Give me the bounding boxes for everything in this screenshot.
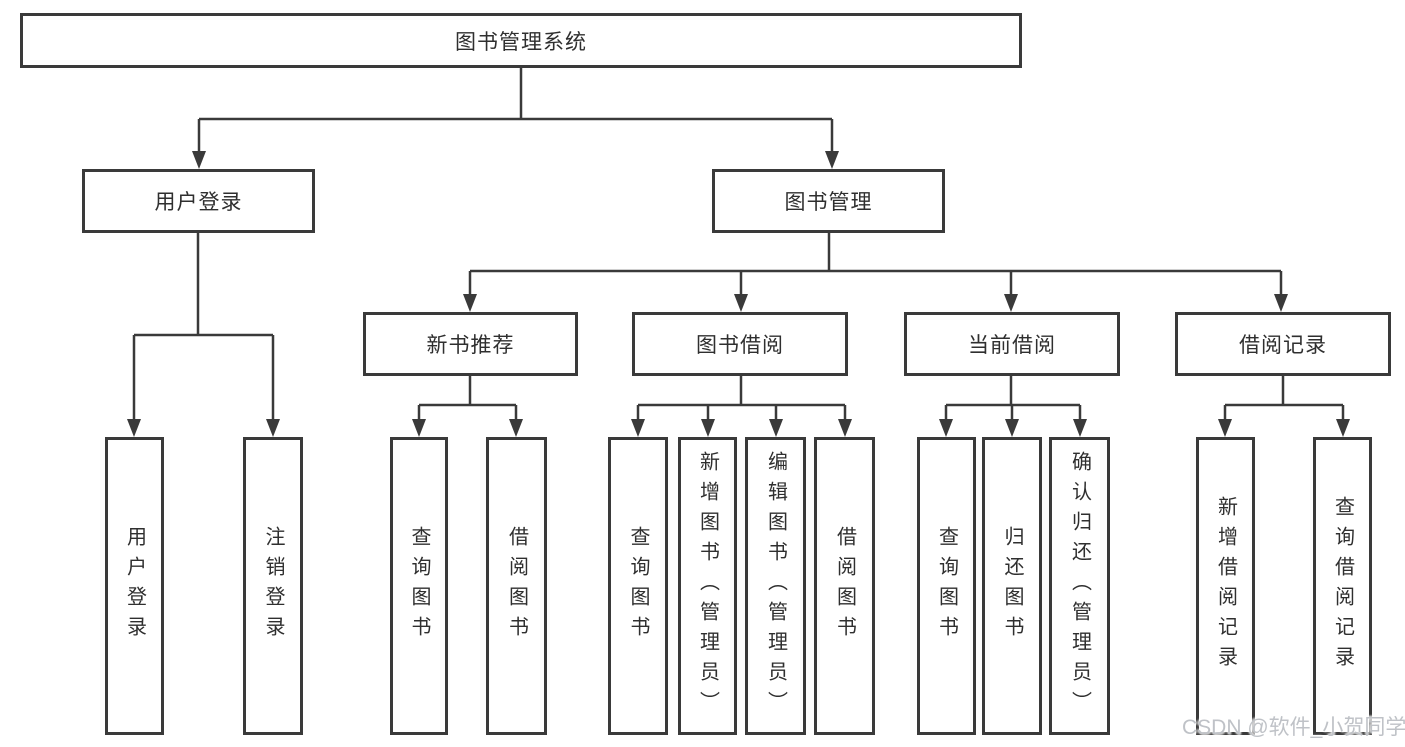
leaf-br-query-record: 查询借阅记录 xyxy=(1313,437,1372,735)
arrow-shafts xyxy=(132,119,1345,422)
leaf-cb-return-books-label: 归还图书 xyxy=(1001,526,1023,646)
node-new-book-recommend: 新书推荐 xyxy=(363,312,578,376)
leaf-bb-query-books: 查询图书 xyxy=(608,437,668,735)
node-user-login: 用户登录 xyxy=(82,169,315,233)
leaf-cb-return-books: 归还图书 xyxy=(982,437,1042,735)
leaf-br-query-record-label: 查询借阅记录 xyxy=(1331,496,1354,676)
node-book-management: 图书管理 xyxy=(712,169,945,233)
node-book-management-label: 图书管理 xyxy=(784,191,873,214)
leaf-bb-add-book-admin: 新增图书（管理员） xyxy=(678,437,737,735)
node-current-borrowing: 当前借阅 xyxy=(904,312,1120,376)
leaf-bb-edit-book-admin-label: 编辑图书（管理员） xyxy=(764,451,787,721)
node-borrowing-records: 借阅记录 xyxy=(1175,312,1391,376)
leaf-logout-label: 注销登录 xyxy=(262,526,284,646)
leaf-cb-confirm-return-admin: 确认归还（管理员） xyxy=(1049,437,1110,735)
node-new-book-recommend-label: 新书推荐 xyxy=(426,334,515,357)
node-user-login-label: 用户登录 xyxy=(154,191,243,214)
node-root-label: 图书管理系统 xyxy=(455,30,587,54)
leaf-logout: 注销登录 xyxy=(243,437,303,735)
leaf-nbr-borrow-books-label: 借阅图书 xyxy=(505,526,528,646)
node-root: 图书管理系统 xyxy=(20,13,1022,68)
node-book-borrowing: 图书借阅 xyxy=(632,312,848,376)
leaf-br-add-record-label: 新增借阅记录 xyxy=(1214,496,1237,676)
leaf-user-login: 用户登录 xyxy=(105,437,164,735)
node-borrowing-records-label: 借阅记录 xyxy=(1239,334,1327,357)
leaf-cb-query-books-label: 查询图书 xyxy=(935,526,958,646)
leaf-cb-query-books: 查询图书 xyxy=(917,437,976,735)
leaf-br-add-record: 新增借阅记录 xyxy=(1196,437,1255,735)
leaf-nbr-borrow-books: 借阅图书 xyxy=(486,437,547,735)
leaf-nbr-query-books-label: 查询图书 xyxy=(408,526,430,646)
leaf-bb-edit-book-admin: 编辑图书（管理员） xyxy=(745,437,806,735)
leaf-bb-query-books-label: 查询图书 xyxy=(627,526,649,646)
csdn-watermark: CSDN @软件_小贺同学 xyxy=(1182,716,1405,739)
leaf-bb-add-book-admin-label: 新增图书（管理员） xyxy=(696,451,719,721)
node-current-borrowing-label: 当前借阅 xyxy=(968,334,1056,357)
leaf-nbr-query-books: 查询图书 xyxy=(390,437,448,735)
leaf-bb-borrow-books: 借阅图书 xyxy=(814,437,875,735)
leaf-user-login-label: 用户登录 xyxy=(123,526,146,646)
node-book-borrowing-label: 图书借阅 xyxy=(696,334,784,357)
leaf-cb-confirm-return-admin-label: 确认归还（管理员） xyxy=(1068,451,1091,721)
leaf-bb-borrow-books-label: 借阅图书 xyxy=(833,526,856,646)
